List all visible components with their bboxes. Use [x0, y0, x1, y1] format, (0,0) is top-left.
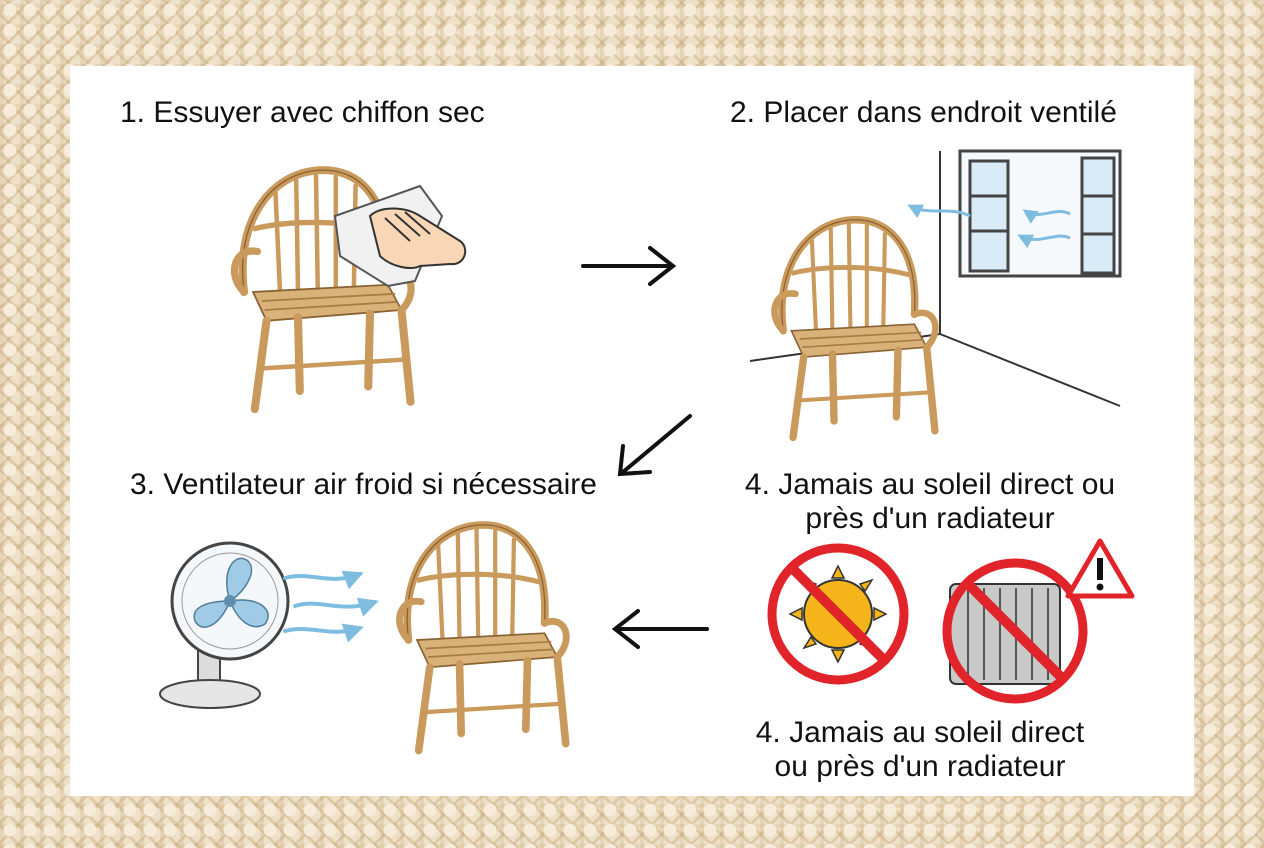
- no-radiator-sign: [942, 558, 1088, 704]
- fan-icon: [159, 541, 290, 709]
- instructions-panel: 1. Essuyer avec chiffon sec 2. Placer da…: [70, 66, 1194, 796]
- step-4-top-line-1: 4. Jamais au soleil direct ou: [744, 468, 1116, 501]
- warning-icon: [1065, 538, 1135, 599]
- arrow-icon: [581, 246, 677, 286]
- radiator-icon: [949, 583, 1061, 685]
- step-4-top-line-2: près d'un radiateur: [805, 502, 1055, 535]
- step-4-top-label: 4. Jamais au soleil direct ou près d'un …: [720, 468, 1140, 536]
- rattan-chair-icon-3: [399, 525, 566, 751]
- step-4-bottom-line-1: 4. Jamais au soleil direct: [755, 716, 1085, 749]
- arrow-icon-diagonal: [617, 414, 692, 477]
- no-sun-sign: [767, 543, 909, 685]
- arrow-icon-left: [611, 609, 709, 649]
- step-1-label: 1. Essuyer avec chiffon sec: [120, 96, 485, 129]
- step-4-bottom-label: 4. Jamais au soleil direct ou près d'un …: [710, 716, 1130, 784]
- illustrations: [159, 149, 1135, 796]
- rattan-chair-icon-2: [774, 220, 935, 438]
- airflow-out-icon: [283, 570, 379, 643]
- step-2-label: 2. Placer dans endroit ventilé: [730, 96, 1117, 129]
- step-4-bottom-line-2: ou près d'un radiateur: [774, 750, 1066, 783]
- airflow-in-icon: [907, 204, 1071, 249]
- cloth-hand-icon: [333, 184, 467, 288]
- step-3-label: 3. Ventilateur air froid si nécessaire: [130, 468, 597, 501]
